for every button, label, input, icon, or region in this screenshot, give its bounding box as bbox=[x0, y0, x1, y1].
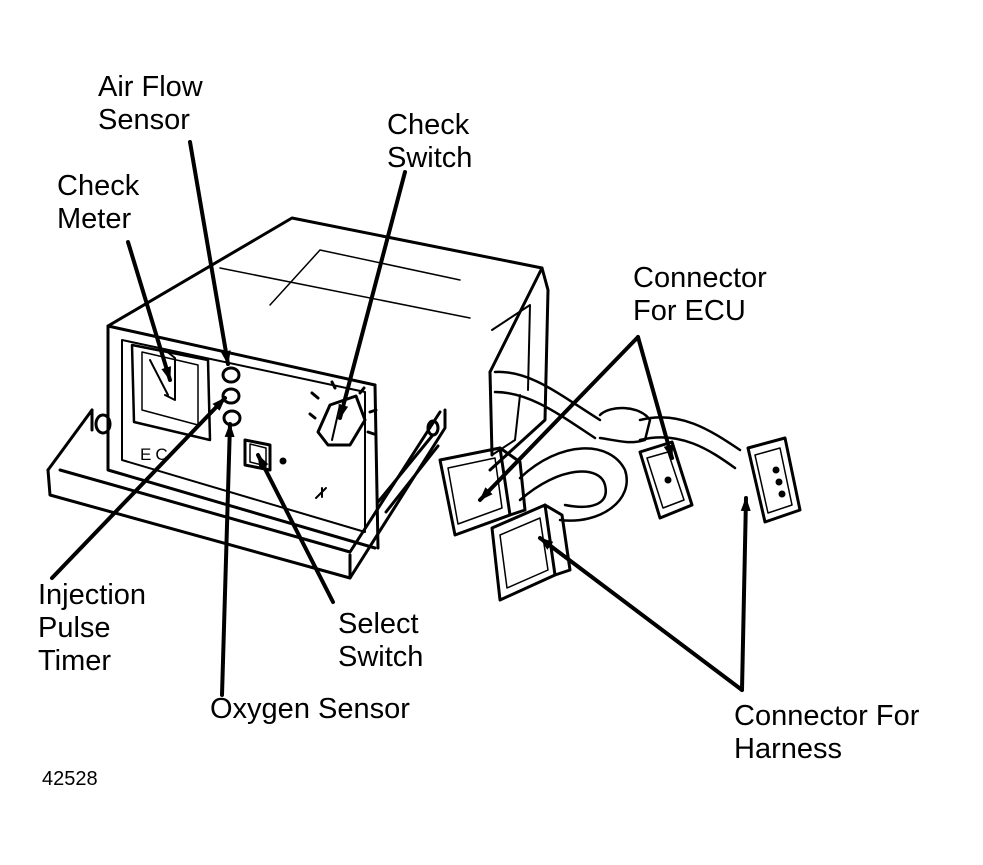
label-air-flow-sensor-line2: Sensor bbox=[98, 104, 190, 136]
label-connector-for-ecu-line2: For ECU bbox=[633, 295, 746, 327]
leader-check-switch bbox=[338, 170, 407, 420]
harness-connector-center bbox=[490, 503, 572, 602]
label-check-meter-line2: Meter bbox=[57, 203, 132, 235]
label-injection-pulse-timer-line3: Timer bbox=[38, 645, 112, 677]
figure-number: 42528 bbox=[42, 768, 98, 790]
leader-ecu-left bbox=[478, 335, 640, 502]
leader-oxygen bbox=[220, 422, 235, 697]
label-injection-pulse-timer: Injection Pulse Timer bbox=[38, 579, 146, 678]
label-select-switch: Select Switch bbox=[338, 608, 423, 674]
label-injection-pulse-timer-line2: Pulse bbox=[38, 612, 111, 644]
leader-select-switch bbox=[256, 453, 335, 604]
label-select-switch-line1: Select bbox=[338, 608, 419, 640]
harness-cables bbox=[493, 370, 742, 522]
label-check-meter: Check Meter bbox=[57, 170, 139, 236]
label-check-meter-line1: Check bbox=[57, 170, 140, 202]
label-injection-pulse-timer-line1: Injection bbox=[38, 579, 147, 611]
leader-check-meter bbox=[126, 240, 172, 382]
label-connector-for-harness-line2: Harness bbox=[734, 733, 842, 765]
label-connector-for-ecu: Connector For ECU bbox=[633, 262, 767, 328]
panel-marking: EC bbox=[140, 445, 172, 464]
label-connector-for-harness: Connector For Harness bbox=[734, 700, 919, 766]
lamp-air-flow bbox=[221, 366, 241, 384]
ecu-connector-left bbox=[438, 446, 527, 537]
label-select-switch-line2: Switch bbox=[338, 641, 424, 673]
leader-ecu-right bbox=[636, 335, 674, 460]
label-oxygen-sensor-line1: Oxygen Sensor bbox=[210, 693, 410, 725]
leader-injection bbox=[50, 396, 227, 580]
label-check-switch: Check Switch bbox=[387, 109, 472, 175]
leader-air-flow bbox=[188, 140, 231, 366]
lamp-injection bbox=[221, 387, 241, 405]
label-connector-for-ecu-line1: Connector bbox=[633, 262, 767, 294]
ecu-connector-right bbox=[638, 440, 694, 520]
leader-harness-right bbox=[740, 496, 751, 692]
label-check-switch-line2: Switch bbox=[387, 142, 473, 174]
label-check-switch-line1: Check bbox=[387, 109, 470, 141]
label-oxygen-sensor: Oxygen Sensor bbox=[210, 693, 410, 726]
label-air-flow-sensor: Air Flow Sensor bbox=[98, 71, 203, 137]
lamp-oxygen bbox=[222, 409, 242, 427]
label-air-flow-sensor-line1: Air Flow bbox=[98, 71, 203, 103]
label-connector-for-harness-line1: Connector For bbox=[734, 700, 920, 732]
base-tray bbox=[46, 408, 447, 580]
leader-harness-center bbox=[538, 536, 744, 692]
harness-connector-right bbox=[746, 436, 802, 524]
checker-unit bbox=[106, 216, 550, 550]
